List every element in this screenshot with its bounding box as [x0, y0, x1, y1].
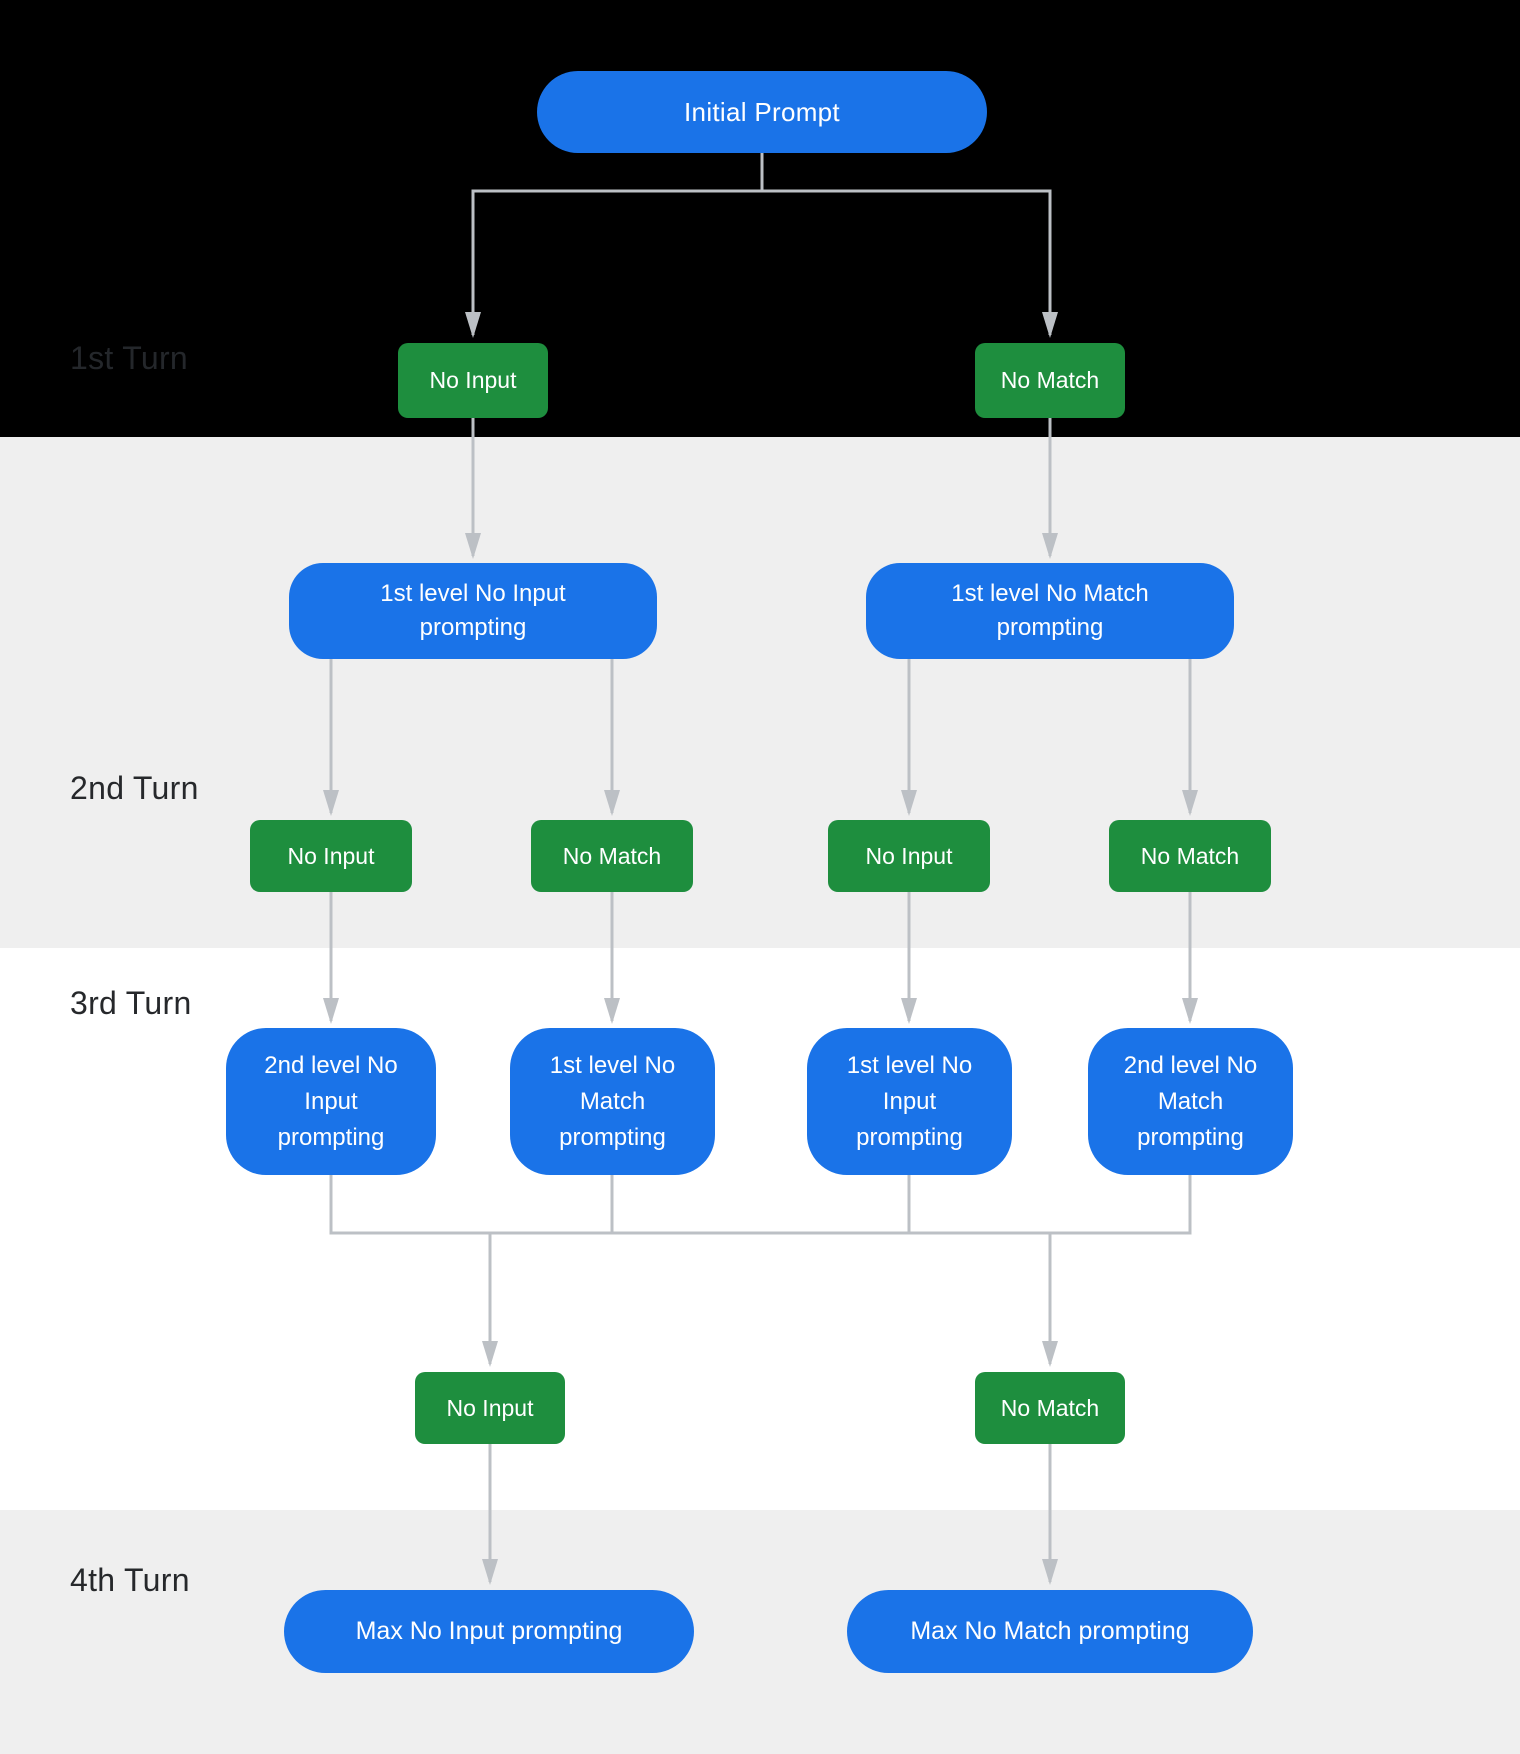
band-turn4: [0, 1510, 1520, 1754]
node-turn2-no-match-1: No Match: [531, 820, 693, 892]
turn-label-2: 2nd Turn: [70, 770, 199, 806]
node-turn3-no-match: No Match: [975, 1372, 1125, 1444]
node-1st-level-no-match-prompting-2: 1st level No Match prompting: [510, 1028, 715, 1175]
node-1st-level-no-match-prompting: 1st level No Match prompting: [866, 563, 1234, 659]
node-turn2-no-input-1: No Input: [250, 820, 412, 892]
node-turn2-no-input-2: No Input: [828, 820, 990, 892]
turn-label-3: 3rd Turn: [70, 985, 192, 1021]
node-2nd-level-no-input-prompting: 2nd level No Input prompting: [226, 1028, 436, 1175]
node-turn3-no-input: No Input: [415, 1372, 565, 1444]
node-turn1-no-input: No Input: [398, 343, 548, 418]
node-2nd-level-no-match-prompting: 2nd level No Match prompting: [1088, 1028, 1293, 1175]
node-max-no-match-prompting: Max No Match prompting: [847, 1590, 1253, 1673]
turn-label-1: 1st Turn: [70, 340, 189, 376]
turn-label-4: 4th Turn: [70, 1562, 190, 1598]
node-1st-level-no-input-prompting: 1st level No Input prompting: [289, 563, 657, 659]
node-max-no-input-prompting: Max No Input prompting: [284, 1590, 694, 1673]
node-turn2-no-match-2: No Match: [1109, 820, 1271, 892]
node-1st-level-no-input-prompting-2: 1st level No Input prompting: [807, 1028, 1012, 1175]
node-turn1-no-match: No Match: [975, 343, 1125, 418]
node-initial-prompt: Initial Prompt: [537, 71, 987, 153]
